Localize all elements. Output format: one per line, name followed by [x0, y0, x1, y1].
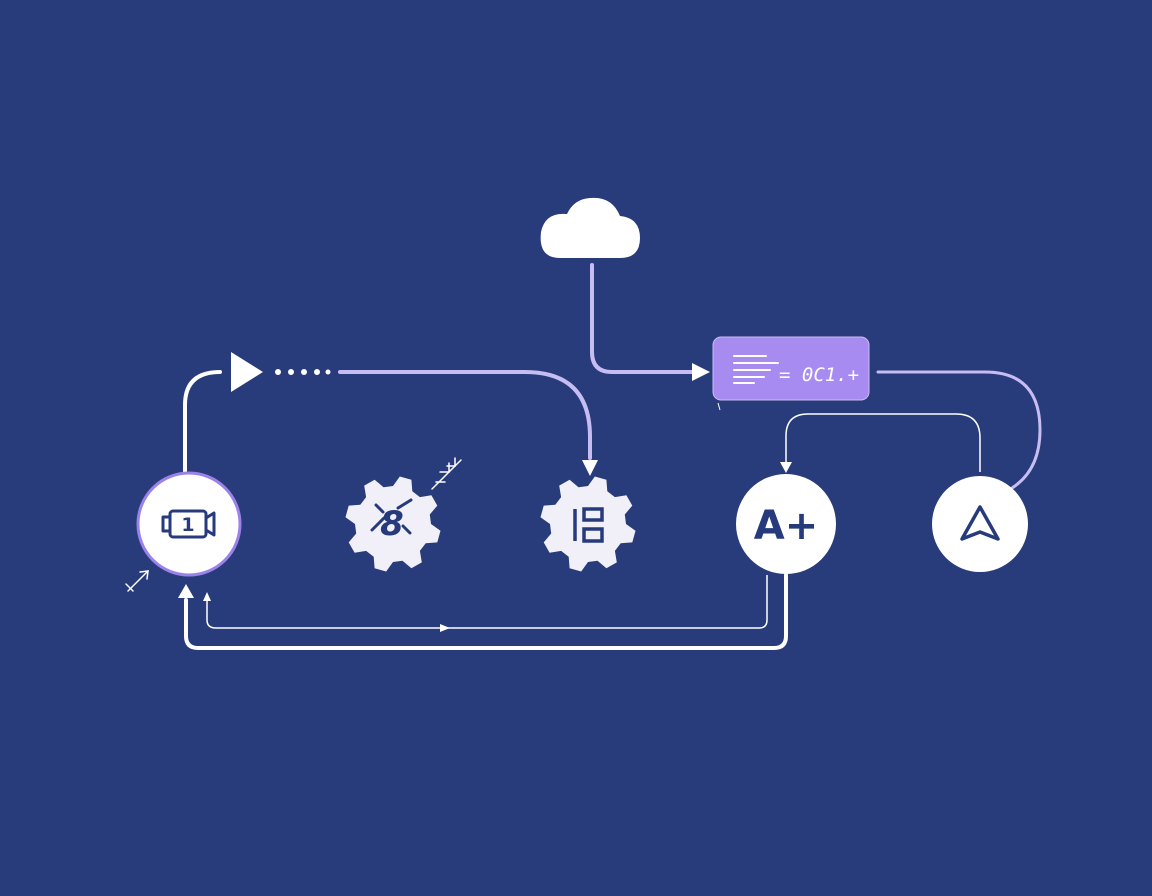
arrowhead-inner-up [203, 592, 211, 601]
connector-cloud-to-code [590, 263, 694, 374]
connector-code-to-triangle [876, 370, 1042, 490]
arrowhead-to-code [692, 363, 710, 381]
node-triangle-circle [932, 476, 1028, 572]
code-box-label: = 0C1.+ [779, 364, 859, 386]
node-module-circle [136, 471, 242, 577]
node-triangle[interactable] [932, 476, 1028, 572]
sketch-arrow-icon-left [125, 570, 149, 592]
node-module-label: 1 [181, 514, 194, 536]
gear-shape-layout [540, 476, 636, 572]
sketch-arrow-icon-right [431, 457, 462, 490]
grade-text-icon: A+ [754, 503, 818, 549]
code-box: = 0C1.+ [712, 336, 870, 401]
arrowhead-down-grade [780, 462, 792, 473]
node-gear-process[interactable]: 8 [345, 476, 441, 572]
gear-symbol-icon: 8 [370, 498, 413, 544]
decorative-arrows [125, 457, 462, 592]
gear-layout-icon [573, 507, 604, 543]
arrowhead-right-large [231, 352, 263, 392]
triangle-icon [960, 505, 1000, 541]
connector-bottom-loop-inner [206, 575, 768, 629]
connector-up-left [183, 370, 222, 474]
module-number-icon [161, 509, 216, 539]
node-grade-label: A+ [754, 503, 818, 549]
node-grade-circle [736, 474, 836, 574]
code-lines-icon [733, 355, 779, 384]
code-box-tick [717, 402, 721, 411]
node-gear-layout[interactable] [540, 476, 636, 572]
cloud-node [540, 197, 640, 258]
arrowhead-down-gear [582, 460, 598, 476]
connector-lines [178, 263, 1042, 650]
cloud-icon [540, 197, 640, 258]
gear-process-label: 8 [380, 504, 404, 544]
node-module-1[interactable]: 1 [136, 471, 242, 577]
arrowhead-inner-right [440, 624, 450, 632]
dotted-connector [275, 369, 331, 375]
arrowhead-up-module [178, 584, 194, 598]
connector-triangle-to-grade [785, 413, 981, 472]
gear-shape-process [345, 476, 441, 572]
code-box-background [712, 336, 870, 401]
connector-bottom-loop-outer [184, 573, 788, 650]
node-grade[interactable]: A+ [736, 474, 836, 574]
connector-to-layout-gear [338, 370, 592, 460]
